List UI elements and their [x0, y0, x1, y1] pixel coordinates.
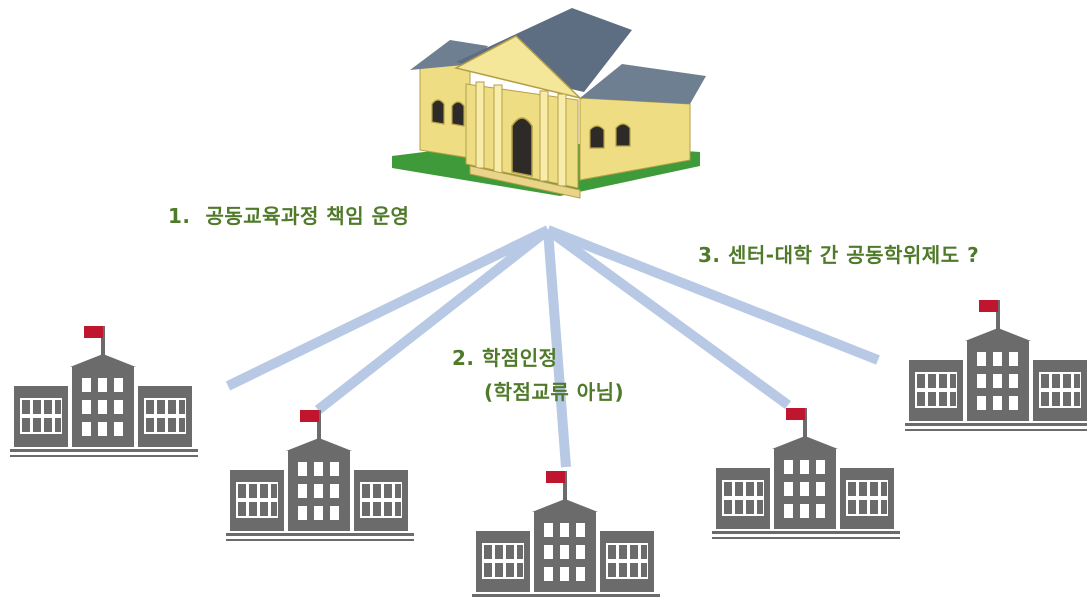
school-building-icon: [712, 408, 900, 539]
label-credit-recognition-note: (학점교류 아님): [484, 380, 625, 404]
connector-school-5: [546, 225, 880, 365]
school-building-icon: [472, 471, 660, 600]
label-joint-degree: 3. 센터-대학 간 공동학위제도 ?: [698, 243, 980, 267]
label-credit-recognition: 2. 학점인정: [452, 346, 558, 370]
connector-school-3: [543, 229, 571, 468]
connector-lines: [225, 225, 880, 468]
connector-school-4: [545, 225, 791, 410]
university-hall-icon: [392, 8, 706, 199]
school-building-icon: [905, 300, 1087, 431]
label-joint-curriculum: 1. 공동교육과정 책임 운영: [168, 204, 410, 228]
school-building-icon: [10, 326, 198, 457]
connector-school-2: [314, 226, 552, 414]
school-building-icon: [226, 410, 414, 541]
connector-school-1: [225, 225, 551, 391]
